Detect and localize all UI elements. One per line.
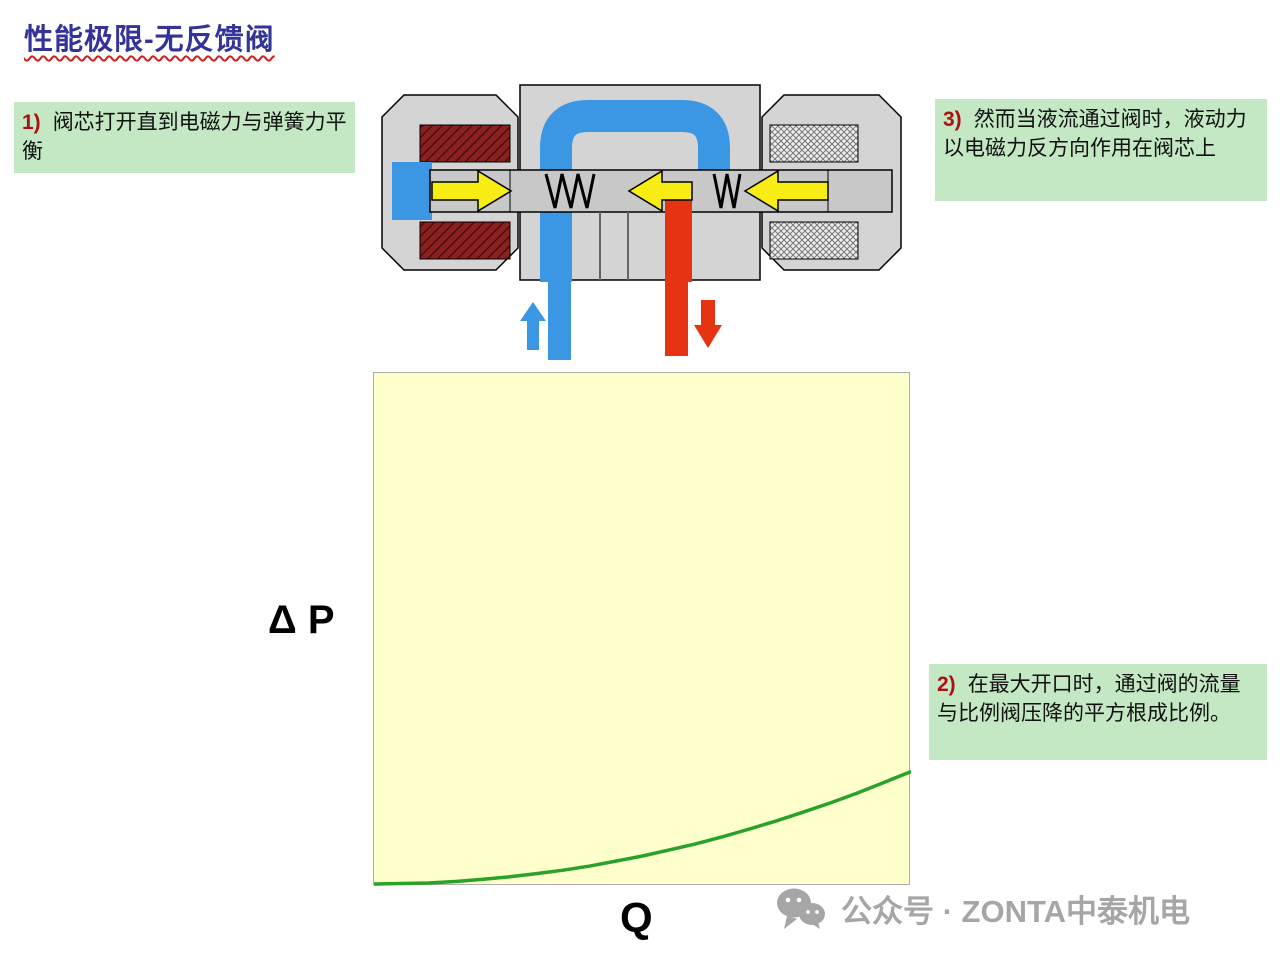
callout-2-number: 2) xyxy=(937,673,956,696)
watermark: 公众号 · ZONTA中泰机电 xyxy=(775,886,1190,931)
spring-right xyxy=(712,173,742,209)
callout-1-number: 1) xyxy=(22,111,41,134)
callout-1: 1)阀芯打开直到电磁力与弹簧力平衡 xyxy=(14,102,355,173)
callout-3-text: 然而当液流通过阀时，液动力以电磁力反方向作用在阀芯上 xyxy=(943,107,1247,161)
dp-q-curve xyxy=(373,770,912,886)
coil-left-top xyxy=(419,124,511,163)
wechat-icon xyxy=(777,888,825,929)
flow-up-arrow-icon xyxy=(520,302,546,350)
callout-2: 2)在最大开口时，通过阀的流量与比例阀压降的平方根成比例。 xyxy=(929,664,1267,760)
x-axis-label: Q xyxy=(620,894,653,941)
spring-left xyxy=(544,173,596,209)
valve-diagram xyxy=(370,78,915,370)
valve-svg xyxy=(381,84,902,360)
flow-down-arrow-icon xyxy=(694,300,722,348)
callout-2-text: 在最大开口时，通过阀的流量与比例阀压降的平方根成比例。 xyxy=(937,672,1241,726)
blue-flow-channel xyxy=(540,100,730,282)
coil-right-top xyxy=(769,124,859,163)
outlet-port-t xyxy=(665,280,722,356)
port-separators xyxy=(599,212,629,280)
flow-force-arrow-middle-icon xyxy=(627,169,693,213)
solenoid-coils xyxy=(419,124,859,260)
callout-3-number: 3) xyxy=(943,108,962,131)
force-arrows xyxy=(431,169,829,213)
watermark-text: 公众号 · ZONTA中泰机电 xyxy=(841,894,1191,929)
callout-3: 3)然而当液流通过阀时，液动力以电磁力反方向作用在阀芯上 xyxy=(935,99,1267,201)
coil-right-bottom xyxy=(769,221,859,260)
coil-left-bottom xyxy=(419,221,511,260)
blue-inlet-chamber xyxy=(392,162,432,220)
red-flow-channel xyxy=(665,196,692,282)
flow-force-arrow-right-icon xyxy=(743,169,829,213)
pressure-flow-chart xyxy=(373,372,912,886)
y-axis-label: Δ P xyxy=(268,598,335,642)
solenoid-force-arrow-right-icon xyxy=(431,169,513,213)
page-title: 性能极限-无反馈阀 xyxy=(24,24,275,56)
dp-q-curve-svg xyxy=(373,770,912,886)
inlet-port-p xyxy=(520,280,571,360)
callout-1-text: 阀芯打开直到电磁力与弹簧力平衡 xyxy=(22,110,347,164)
